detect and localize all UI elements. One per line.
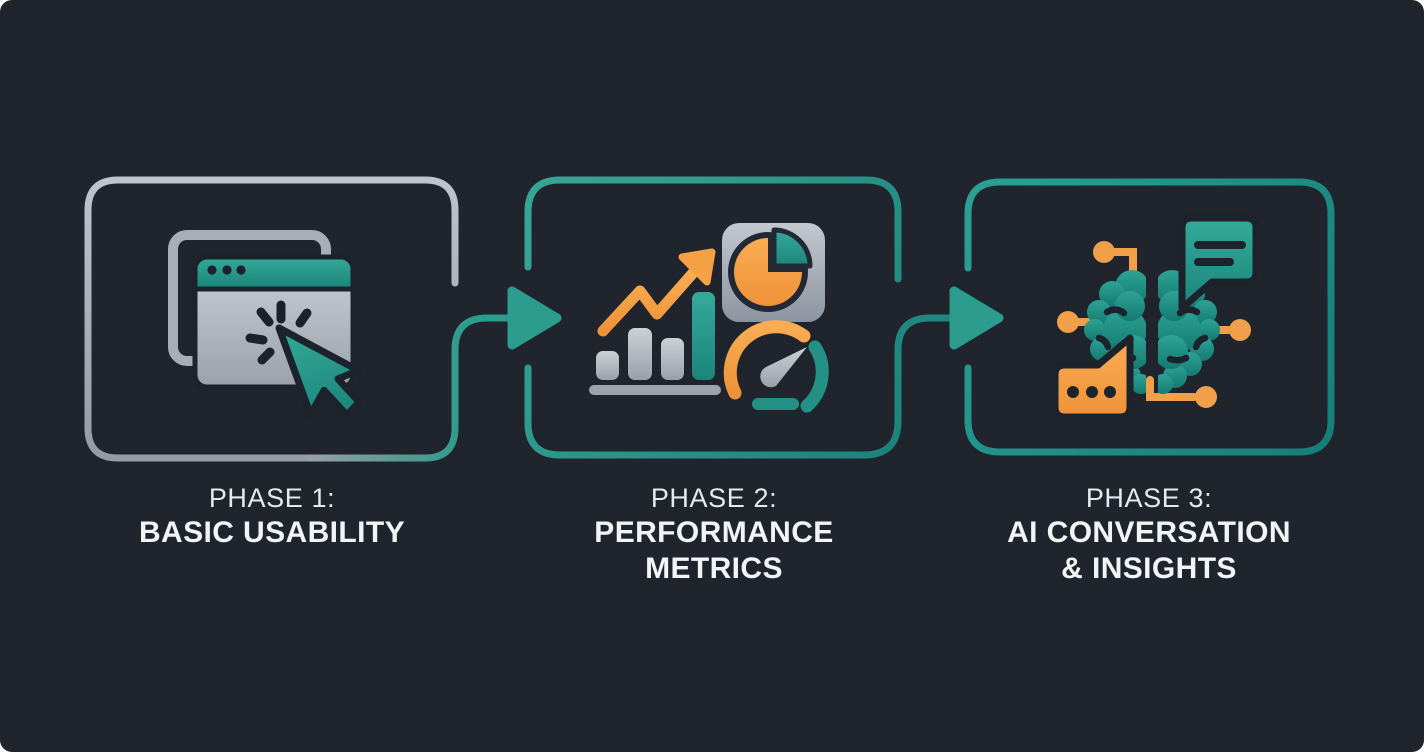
arrowhead-right-icon (507, 286, 562, 350)
phase3-frame (964, 178, 1335, 456)
arrowhead-right-icon (949, 286, 1004, 350)
connector-1-line (306, 314, 518, 462)
phase1-eyebrow: PHASE 1: (208, 483, 336, 513)
phase2-title-line2: METRICS (645, 552, 783, 585)
front-window-outline (192, 254, 356, 390)
phase3-title-line1: AI CONVERSATION (1007, 516, 1291, 549)
trend-arrow-line (597, 267, 699, 337)
phase2-label: PHASE 2: PERFORMANCE METRICS (528, 481, 900, 587)
click-burst-icon (245, 300, 312, 365)
phase3-label: PHASE 3: AI CONVERSATION & INSIGHTS (964, 481, 1334, 587)
gauge-icon (723, 320, 829, 413)
window-dots-icon (207, 265, 246, 275)
phase2-title-line1: PERFORMANCE (594, 516, 834, 549)
connector-1-arrow (306, 286, 562, 462)
bar-2 (628, 328, 652, 380)
phase3-title-line2: & INSIGHTS (1061, 552, 1237, 585)
browser-click-icon (168, 230, 363, 419)
phase1-label: PHASE 1: BASIC USABILITY (88, 481, 456, 551)
cursor-icon (275, 324, 363, 419)
phase3-eyebrow: PHASE 3: (1085, 483, 1213, 513)
bar-1 (596, 351, 619, 380)
pie-exploded-slice (771, 227, 813, 269)
performance-metrics-icon (589, 223, 829, 413)
typing-dots-icon (1067, 386, 1116, 398)
phase3-border (964, 178, 1335, 456)
ai-brain-conversation-icon (1051, 214, 1260, 421)
phase1-border (84, 176, 459, 462)
phase2-eyebrow: PHASE 2: (650, 483, 778, 513)
bar-4-highlight (692, 292, 715, 380)
phase2-border-bottom (524, 314, 960, 459)
gauge-arc-teal (800, 340, 829, 413)
pie-main-slice (734, 238, 802, 306)
connector-2-arrow (949, 286, 1004, 350)
brain-folds (1095, 306, 1209, 364)
chat-bubble-orange-icon (1051, 334, 1134, 421)
phase2-border-top (524, 176, 902, 283)
phase1-title: BASIC USABILITY (138, 516, 405, 549)
gauge-arc-orange (723, 320, 811, 400)
bar-3 (661, 338, 684, 380)
gauge-needle (760, 347, 807, 388)
trend-arrowhead-icon (678, 248, 716, 286)
bar-chart-icon (589, 248, 721, 395)
phase2-frame (524, 176, 960, 459)
pie-chart-tile-icon (722, 223, 825, 322)
chat-bubble-teal-icon (1178, 214, 1260, 312)
front-window-header (195, 257, 353, 288)
phase1-frame (84, 176, 459, 462)
